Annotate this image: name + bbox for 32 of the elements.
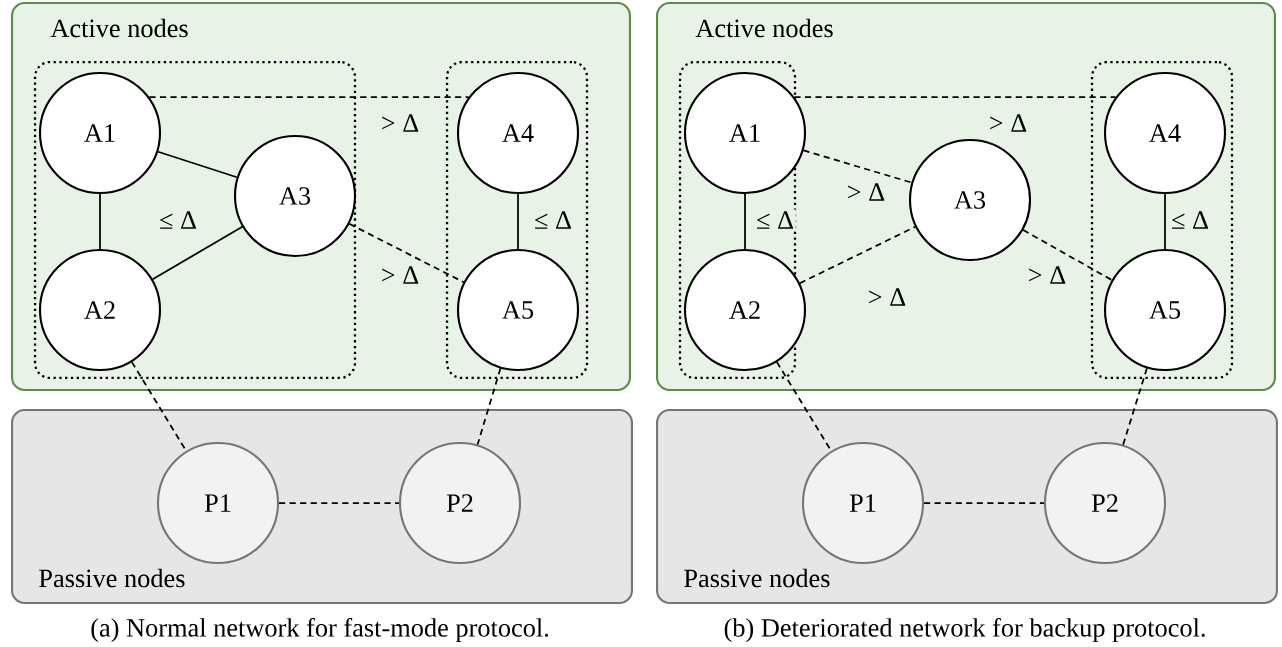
connector-line — [1164, 193, 1166, 250]
connector-line — [148, 96, 470, 98]
connector-line — [744, 193, 746, 250]
dotted-group-outline — [1090, 60, 1234, 380]
connector-line — [348, 222, 465, 284]
edge-label: ≤ Δ — [532, 209, 574, 231]
edge-label: > Δ — [379, 112, 421, 134]
connector-line — [1122, 367, 1148, 446]
edge-label: > Δ — [1026, 264, 1068, 286]
edge-label: > Δ — [845, 181, 887, 203]
connector-line — [802, 149, 913, 184]
edge-label: > Δ — [866, 286, 908, 308]
caption: (a) Normal network for fast-mode protocol. — [91, 617, 549, 643]
distance-label: ≤ Δ — [160, 211, 196, 229]
connector-line — [923, 502, 1045, 504]
connector-line — [278, 502, 400, 504]
dotted-group-outline — [678, 60, 797, 380]
edge-label: ≤ Δ — [1169, 209, 1211, 231]
connector-line — [476, 367, 502, 446]
connector-line — [151, 225, 244, 281]
connector-line — [157, 150, 238, 179]
edge-label: > Δ — [987, 112, 1029, 134]
edge-label: ≤ Δ — [754, 209, 796, 231]
caption: (b) Deteriorated network for backup protocol. — [724, 617, 1205, 643]
connector-line — [99, 193, 101, 250]
connector-line — [517, 193, 519, 250]
connector-line — [1022, 229, 1113, 281]
connector-line — [793, 96, 1117, 98]
dotted-group-outline — [33, 60, 357, 380]
connector-line — [798, 225, 917, 285]
edge-label: > Δ — [379, 264, 421, 286]
dotted-group-outline — [445, 60, 589, 380]
